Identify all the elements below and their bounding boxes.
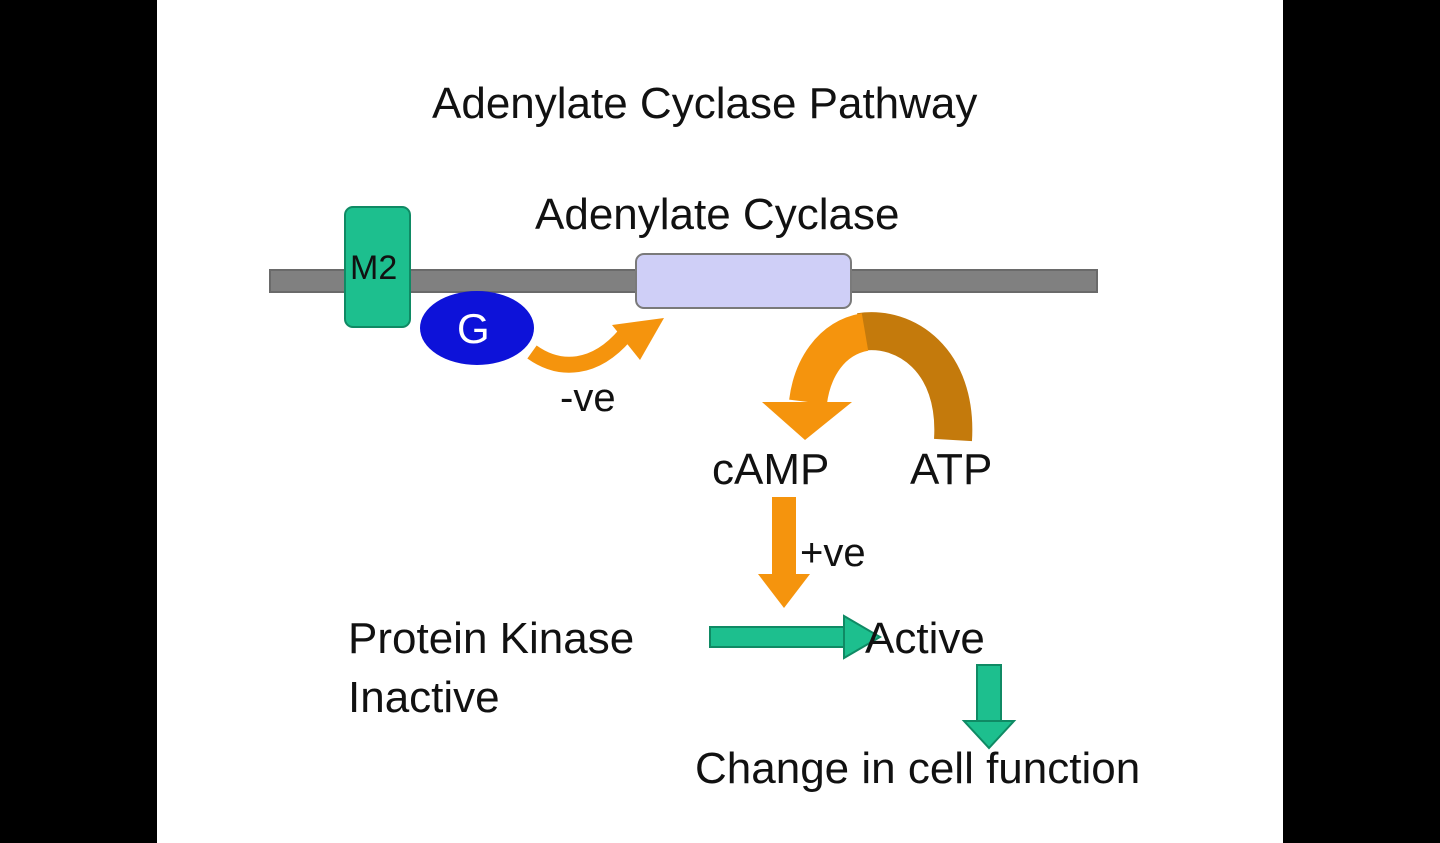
stimulation-label: +ve	[800, 531, 866, 575]
adenylate-cyclase-label: Adenylate Cyclase	[535, 190, 900, 239]
diagram-title: Adenylate Cyclase Pathway	[432, 79, 978, 128]
g-protein	[420, 291, 534, 365]
protein-kinase-label: Protein Kinase	[348, 614, 635, 663]
adenylate-cyclase-box	[635, 253, 852, 309]
inhibition-label: -ve	[560, 376, 616, 420]
slide-background	[157, 0, 1283, 843]
inactive-label: Inactive	[348, 673, 500, 722]
outcome-arrow	[961, 664, 1017, 750]
inhibition-arrow	[527, 318, 664, 373]
outcome-label: Change in cell function	[695, 744, 1141, 793]
camp-label: cAMP	[712, 445, 830, 494]
active-label: Active	[865, 614, 985, 663]
m2-receptor	[344, 206, 411, 328]
g-protein-label: G	[457, 305, 490, 352]
stimulation-arrow	[758, 497, 810, 608]
activation-arrow	[709, 614, 882, 660]
m2-label: M2	[350, 249, 398, 287]
atp-to-camp-arrow	[762, 312, 973, 442]
atp-label: ATP	[910, 445, 993, 494]
